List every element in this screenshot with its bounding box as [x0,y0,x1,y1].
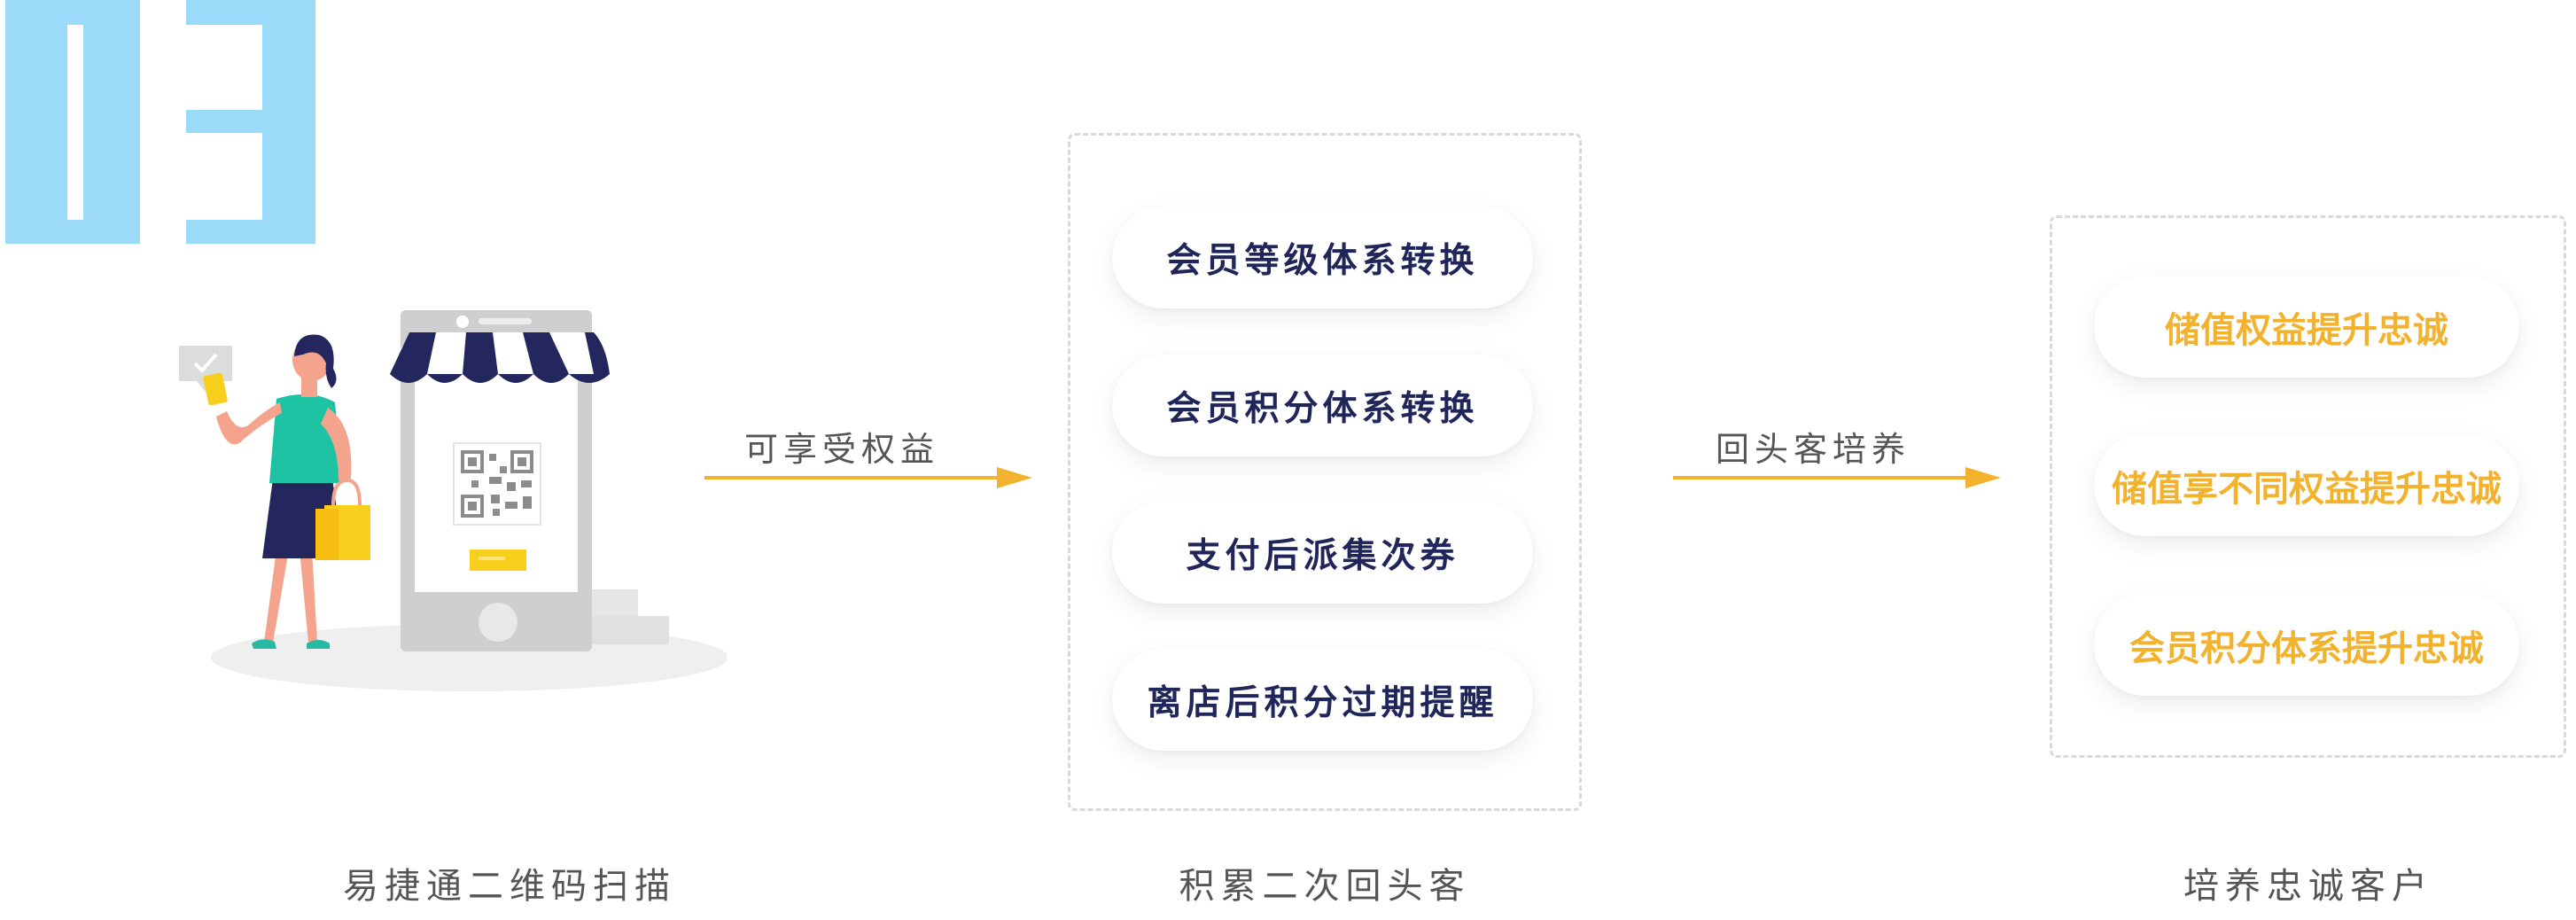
digit-three [186,0,315,244]
step-number [5,0,315,244]
arrow-two-label: 回头客培养 [1716,430,1911,469]
middle-panel [1068,133,1582,811]
caption-loyal-customers: 培养忠诚客户 [2183,866,2433,907]
right-item-2: 储值享不同权益提升忠诚 [2094,434,2519,536]
middle-item-2: 会员积分体系转换 [1112,355,1533,456]
arrow-one-label: 可享受权益 [744,430,940,469]
qr-code-icon [453,442,541,526]
arrow-two [1673,467,2001,488]
shopper-figure [203,334,370,649]
caption-repeat-customers: 积累二次回头客 [1179,866,1471,907]
middle-item-4: 离店后积分过期提醒 [1112,649,1533,751]
scan-illustration [179,310,727,691]
right-item-3: 会员积分体系提升忠诚 [2094,594,2519,696]
store-awning-icon [390,332,610,383]
middle-item-1: 会员等级体系转换 [1112,207,1533,308]
arrow-one [704,467,1032,488]
right-item-1: 储值权益提升忠诚 [2094,276,2519,378]
middle-item-3: 支付后派集次券 [1112,502,1533,604]
right-panel [2050,215,2566,758]
digit-zero [5,0,140,244]
caption-scan: 易捷通二维码扫描 [343,866,676,907]
shopping-bag-icon [315,478,370,560]
